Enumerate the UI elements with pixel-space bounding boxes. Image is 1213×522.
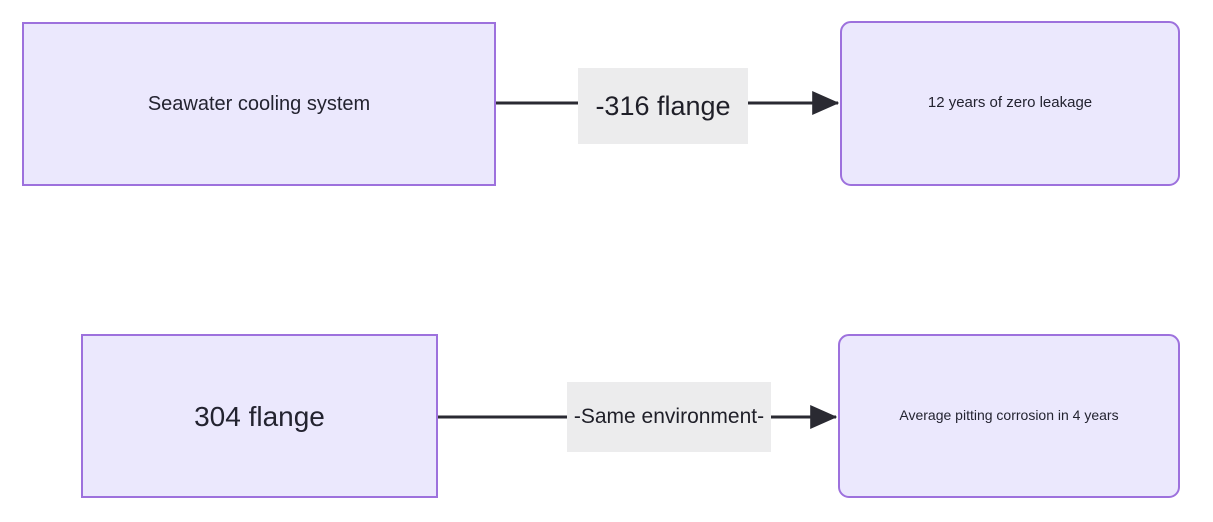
node-label: Seawater cooling system: [147, 92, 371, 115]
edge-label-same-environment: -Same environment-: [567, 382, 771, 452]
node-label: 12 years of zero leakage: [927, 94, 1093, 112]
node-pitting-corrosion[interactable]: Average pitting corrosion in 4 years: [838, 334, 1180, 498]
node-304-flange[interactable]: 304 flange: [81, 334, 438, 498]
edge-label-text: -Same environment-: [573, 405, 765, 428]
edge-label-316-flange: -316 flange: [578, 68, 748, 144]
node-label: 304 flange: [194, 400, 325, 432]
node-seawater-cooling-system[interactable]: Seawater cooling system: [22, 22, 496, 186]
edge-label-text: -316 flange: [595, 90, 731, 121]
node-label: Average pitting corrosion in 4 years: [899, 407, 1119, 424]
node-zero-leakage[interactable]: 12 years of zero leakage: [840, 21, 1180, 186]
